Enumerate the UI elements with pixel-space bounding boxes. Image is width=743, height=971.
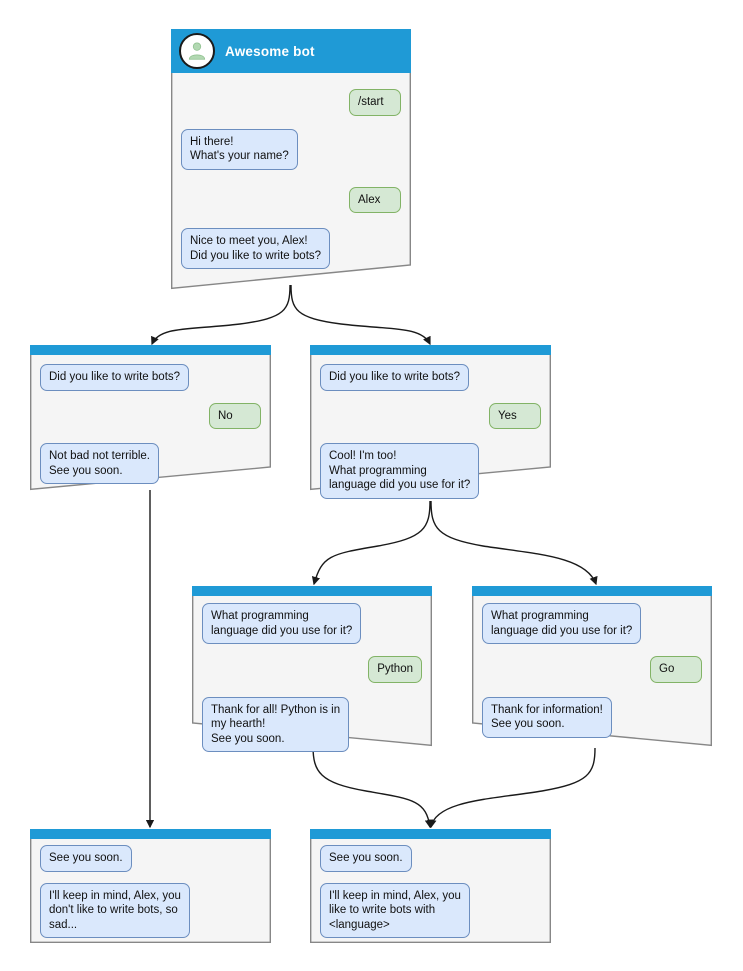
node-end-happy[interactable]: See you soon. I'll keep in mind, Alex, y… [310,829,551,943]
node-end-happy-header [310,829,551,839]
chat-row: Thank for information! See you soon. [482,696,702,738]
chat-bubble-bot[interactable]: I'll keep in mind, Alex, you like to wri… [320,882,470,938]
edge-merge-to-end-happy [312,745,596,829]
edge-yes-split [311,500,598,586]
chat-row: Yes [320,402,541,429]
chat-row: Did you like to write bots? [320,364,541,391]
chat-row: I'll keep in mind, Alex, you don't like … [40,882,261,938]
node-no-branch-chat: Did you like to write bots? No Not bad n… [30,355,271,484]
node-end-sad[interactable]: See you soon. I'll keep in mind, Alex, y… [30,829,271,943]
chat-row: What programming language did you use fo… [202,603,422,644]
node-no-branch-header [30,345,271,355]
chat-bubble-bot[interactable]: Hi there! What's your name? [181,128,298,170]
chat-bubble-bot[interactable]: Not bad not terrible. See you soon. [40,443,160,484]
chat-row: See you soon. [320,845,541,872]
node-python-branch[interactable]: What programming language did you use fo… [192,586,432,752]
chat-bubble-user[interactable]: Python [368,656,422,683]
chat-bubble-bot[interactable]: Did you like to write bots? [320,364,470,391]
chat-row: Alex [181,186,401,213]
node-no-branch[interactable]: Did you like to write bots? No Not bad n… [30,345,271,491]
chat-bubble-user[interactable]: Yes [489,402,541,429]
node-end-sad-chat: See you soon. I'll keep in mind, Alex, y… [30,839,271,938]
chat-bubble-user[interactable]: Go [650,656,702,683]
node-go-branch-header [472,586,712,596]
chat-row: Python [202,656,422,683]
node-yes-branch-chat: Did you like to write bots? Yes Cool! I'… [310,355,551,499]
chat-bubble-user[interactable]: No [209,402,261,429]
chat-bubble-bot[interactable]: Nice to meet you, Alex! Did you like to … [181,228,331,269]
node-root-header: Awesome bot [171,29,411,73]
chat-bubble-bot[interactable]: See you soon. [40,845,132,872]
chat-row: Thank for all! Python is in my hearth! S… [202,696,422,752]
node-end-sad-header [30,829,271,839]
chat-bubble-bot[interactable]: What programming language did you use fo… [202,603,362,644]
node-go-branch[interactable]: What programming language did you use fo… [472,586,712,747]
chat-row: Not bad not terrible. See you soon. [40,443,261,484]
node-root[interactable]: Awesome bot /start Hi there! What's your… [171,29,411,290]
chat-row: Nice to meet you, Alex! Did you like to … [181,228,401,269]
node-python-branch-chat: What programming language did you use fo… [192,596,432,752]
chat-row: Go [482,656,702,683]
chat-row: Cool! I'm too! What programming language… [320,443,541,499]
chat-bubble-bot[interactable]: What programming language did you use fo… [482,603,642,644]
node-yes-branch[interactable]: Did you like to write bots? Yes Cool! I'… [310,345,551,499]
chat-row: Did you like to write bots? [40,364,261,391]
chat-row: /start [181,89,401,116]
chat-row: I'll keep in mind, Alex, you like to wri… [320,882,541,938]
node-root-chat: /start Hi there! What's your name? Alex … [171,81,411,269]
node-end-happy-chat: See you soon. I'll keep in mind, Alex, y… [310,839,551,938]
chat-bubble-user[interactable]: Alex [349,186,401,213]
chat-bubble-bot[interactable]: Did you like to write bots? [40,364,190,391]
chat-row: See you soon. [40,845,261,872]
user-avatar-icon [179,33,215,69]
chat-bubble-bot[interactable]: Cool! I'm too! What programming language… [320,443,480,499]
chat-row: What programming language did you use fo… [482,603,702,644]
chat-bubble-bot[interactable]: Thank for information! See you soon. [482,696,612,738]
chat-bubble-user[interactable]: /start [349,89,401,116]
node-python-branch-header [192,586,432,596]
bot-title: Awesome bot [225,43,315,59]
node-yes-branch-header [310,345,551,355]
node-go-branch-chat: What programming language did you use fo… [472,596,712,738]
chat-bubble-bot[interactable]: See you soon. [320,845,412,872]
chat-row: Hi there! What's your name? [181,128,401,170]
chat-bubble-bot[interactable]: I'll keep in mind, Alex, you don't like … [40,882,190,938]
chat-bubble-bot[interactable]: Thank for all! Python is in my hearth! S… [202,696,350,752]
chat-row: No [40,402,261,429]
edge-root-split [151,284,431,346]
